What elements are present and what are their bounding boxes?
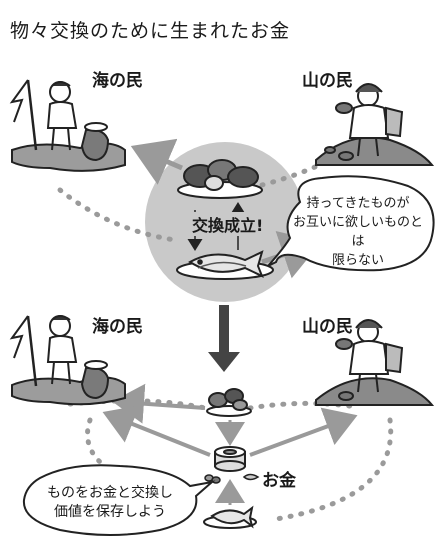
sea-people-label-bottom: 海の民 (92, 317, 143, 337)
top-bubble-text: 持ってきたものが お互いに欲しいものとは 限らない (288, 194, 428, 270)
top-bubble-line: 限らない (331, 253, 384, 268)
fish-small-icon (203, 505, 257, 529)
mushroom-pile-icon (177, 159, 263, 199)
mountain-people-label-bottom: 山の民 (302, 317, 353, 337)
mountain-people-label-top: 山の民 (302, 71, 353, 91)
sea-people-label-top: 海の民 (92, 71, 143, 91)
bottom-speech-bubble (22, 464, 216, 536)
money-label: お金 (262, 471, 296, 491)
transition-arrow (208, 305, 240, 372)
exchange-label: 交換成立! (192, 212, 264, 236)
top-bubble-line: お互いに欲しいものとは (292, 215, 423, 249)
bottom-bubble-text: ものをお金と交換し 価値を保存しよう (30, 484, 190, 522)
sea-person-top-icon (9, 79, 126, 172)
mushroom-small-icon (206, 388, 252, 417)
bottom-bubble-line: ものをお金と交換し (47, 485, 173, 501)
top-bubble-line: 持ってきたものが (306, 196, 410, 211)
fish-plate-icon (176, 250, 274, 280)
bottom-bubble-line: 価値を保存しよう (54, 504, 166, 520)
sea-person-bottom-icon (9, 315, 126, 406)
top-speech-bubble (267, 175, 435, 272)
page-title: 物々交換のために生まれたお金 (10, 20, 291, 42)
mountain-person-bottom-icon (315, 319, 435, 406)
small-goods-icon (204, 473, 260, 484)
mountain-person-top-icon (315, 83, 435, 166)
coin-icon (214, 446, 246, 472)
